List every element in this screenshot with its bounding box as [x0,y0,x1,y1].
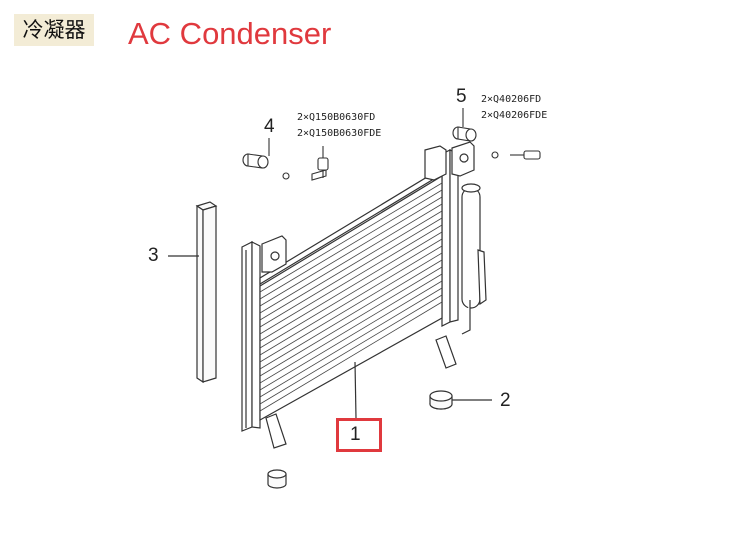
seal-strip-part-3 [195,201,218,384]
callout-2: 2 [500,390,511,411]
spec-part-4-line-1: 2×Q150B0630FD [297,112,376,123]
chinese-title: 冷凝器 [14,14,94,46]
bottom-legs [265,335,457,449]
rubber-mount-bottom [267,469,287,489]
condenser-fins [259,182,443,412]
callout-1-highlight [336,418,382,452]
spec-part-5-line-2: 2×Q40206FDE [481,110,548,121]
english-title: AC Condenser [128,16,332,51]
top-right-bracket [424,141,475,181]
callout-4: 4 [264,116,275,137]
callout-1: 1 [350,424,361,445]
top-left-bracket [261,235,287,273]
rubber-mount-part-2 [429,390,453,410]
spec-part-4-line-2: 2×Q150B0630FDE [297,128,382,139]
receiver-drier [461,183,487,335]
callout-3: 3 [148,245,159,266]
bolt-bushing-part-4 [242,153,329,181]
leader-line-1 [354,361,357,419]
bolt-bushing-part-5 [452,126,541,160]
spec-part-5-line-1: 2×Q40206FD [481,94,542,105]
callout-5: 5 [456,86,467,107]
